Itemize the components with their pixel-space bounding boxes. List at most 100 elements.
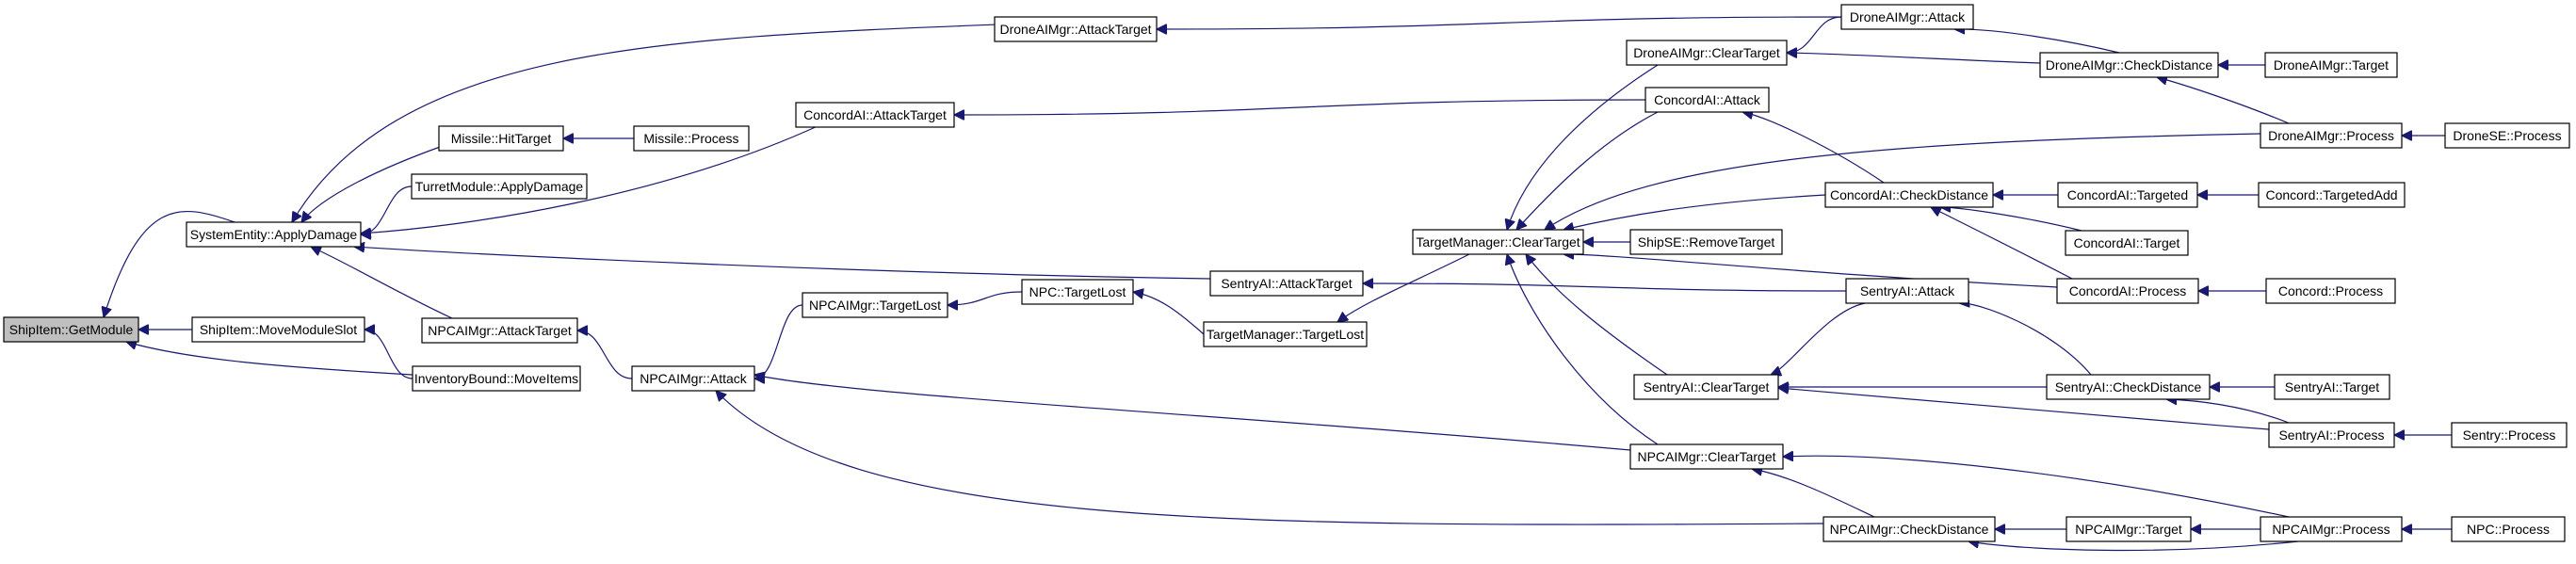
node-label: ConcordAI::Process [2069, 283, 2187, 298]
edge-dronemgrattack-to-dronemgrattacktarget [1157, 16, 1842, 29]
node-label: DroneAIMgr::AttackTarget [999, 22, 1151, 37]
node-concordtargetedadd[interactable]: Concord::TargetedAdd [2258, 182, 2406, 208]
edge-npcmgrprocess-to-npcmgrcheckdistance [1968, 541, 2299, 552]
node-tmtargetlost[interactable]: TargetManager::TargetLost [1203, 321, 1368, 347]
edge-concordattack-to-concordattacktarget [954, 99, 1646, 115]
node-box [1824, 182, 1994, 208]
node-turretapplydamage[interactable]: TurretModule::ApplyDamage [411, 173, 588, 200]
node-box [1629, 229, 1783, 255]
node-sentryprocess[interactable]: SentryAI::Process [2268, 422, 2395, 448]
edge-npcmgrcleartarget-to-tmcleartarget [1507, 254, 1659, 445]
node-box [186, 221, 362, 248]
node-shipseremovetarget[interactable]: ShipSE::RemoveTarget [1629, 229, 1783, 255]
node-missilehittarget[interactable]: Missile::HitTarget [438, 125, 564, 152]
edge-sentryprocess-to-sentrycheckdistance [2166, 399, 2290, 424]
node-label: Missile::Process [643, 131, 738, 146]
edge-concordattack-to-tmcleartarget [1516, 111, 1659, 230]
node-npcmgrcheckdistance[interactable]: NPCAIMgr::CheckDistance [1823, 516, 1996, 542]
node-box [421, 317, 578, 344]
node-dronemgrprocess[interactable]: DroneAIMgr::Process [2260, 122, 2403, 149]
node-label: ConcordAI::Targeted [2067, 187, 2188, 202]
node-concordtargeted[interactable]: ConcordAI::Targeted [2057, 182, 2198, 208]
node-label: TargetManager::ClearTarget [1416, 234, 1580, 250]
node-box [633, 125, 750, 152]
node-label: InventoryBound::MoveItems [414, 371, 578, 386]
node-box [412, 365, 581, 392]
node-concordtarget[interactable]: ConcordAI::Target [2065, 230, 2189, 256]
edge-npcmgrattacktarget-to-applydamage [311, 247, 453, 319]
node-sentryattack[interactable]: SentryAI::Attack [1845, 278, 1969, 304]
node-npctargetlost[interactable]: NPC::TargetLost [1021, 279, 1134, 305]
edge-npcmgrcleartarget-to-npcmgrattack [754, 375, 1631, 451]
nodes: ShipItem::GetModule SystemEntity::ApplyDa… [3, 4, 2570, 542]
node-concordattack[interactable]: ConcordAI::Attack [1644, 87, 1770, 113]
node-npcmgrcleartarget[interactable]: NPCAIMgr::ClearTarget [1629, 443, 1784, 470]
node-dronemgrattacktarget[interactable]: DroneAIMgr::AttackTarget [994, 16, 1158, 42]
node-sentryattacktarget[interactable]: SentryAI::AttackTarget [1209, 270, 1364, 297]
node-npcprocess[interactable]: NPC::Process [2451, 516, 2566, 542]
edge-concordprocess-to-tmcleartarget [1563, 254, 2058, 288]
node-box [1840, 4, 1974, 30]
node-box [2274, 374, 2390, 400]
node-label: NPC::TargetLost [1029, 284, 1126, 299]
edge-sentryprocess-to-sentrycleartarget [1778, 388, 2270, 430]
node-box [1412, 229, 1584, 255]
node-sentrycheckdistance[interactable]: SentryAI::CheckDistance [2046, 374, 2211, 400]
edge-concordcheckdistance-to-tmcleartarget [1563, 194, 1826, 230]
node-box [2260, 516, 2403, 542]
node-box [1629, 443, 1784, 470]
node-box [994, 16, 1158, 42]
node-box [191, 316, 365, 343]
node-movemoduleslot[interactable]: ShipItem::MoveModuleSlot [191, 316, 365, 343]
edge-dronemgrcheckdistance-to-dronemgrcleartarget [1787, 53, 2041, 64]
edge-dronemgrcheckdistance-to-dronemgrattack [1954, 29, 2120, 54]
node-box [2258, 182, 2406, 208]
node-dronesprocess[interactable]: DroneSE::Process [2444, 122, 2570, 149]
node-applydamage[interactable]: SystemEntity::ApplyDamage [186, 221, 362, 248]
edge-sentrycleartarget-to-tmcleartarget [1526, 254, 1668, 376]
node-dronemgrcleartarget[interactable]: DroneAIMgr::ClearTarget [1626, 40, 1788, 66]
node-box [2444, 122, 2570, 149]
node-box [2046, 374, 2211, 400]
node-box [2039, 52, 2219, 78]
node-npcmgrtarget[interactable]: NPCAIMgr::Target [2066, 516, 2192, 542]
node-label: Missile::HitTarget [451, 131, 552, 146]
node-box [2057, 182, 2198, 208]
node-label: Concord::Process [2278, 283, 2383, 298]
node-label: SentryAI::Attack [1860, 283, 1955, 298]
node-missileprocess[interactable]: Missile::Process [633, 125, 750, 152]
node-concordprocess[interactable]: ConcordAI::Process [2056, 278, 2199, 304]
node-concordprocess2[interactable]: Concord::Process [2265, 278, 2396, 304]
node-dronemgrcheckdistance[interactable]: DroneAIMgr::CheckDistance [2039, 52, 2219, 78]
node-dronemgrtarget[interactable]: DroneAIMgr::Target [2264, 52, 2398, 78]
node-concordcheckdistance[interactable]: ConcordAI::CheckDistance [1824, 182, 1994, 208]
node-label: SystemEntity::ApplyDamage [190, 227, 358, 242]
node-npcmgrtargetlost[interactable]: NPCAIMgr::TargetLost [802, 292, 948, 318]
node-sentrycleartarget[interactable]: SentryAI::ClearTarget [1633, 374, 1779, 400]
node-inventorymoveitems[interactable]: InventoryBound::MoveItems [412, 365, 581, 392]
node-tmcleartarget[interactable]: TargetManager::ClearTarget [1412, 229, 1584, 255]
node-box [3, 316, 139, 343]
node-npcmgrprocess[interactable]: NPCAIMgr::Process [2260, 516, 2403, 542]
node-box [1203, 321, 1368, 347]
node-concordattacktarget[interactable]: ConcordAI::AttackTarget [795, 102, 955, 128]
node-label: Concord::TargetedAdd [2265, 187, 2397, 202]
node-dronemgrattack[interactable]: DroneAIMgr::Attack [1840, 4, 1974, 30]
node-sentrytarget[interactable]: SentryAI::Target [2274, 374, 2390, 400]
edge-sentrycheckdistance-to-sentryattack [1959, 303, 2092, 376]
node-label: Sentry::Process [2463, 427, 2556, 443]
node-label: ShipSE::RemoveTarget [1638, 234, 1775, 250]
node-box [411, 173, 588, 200]
node-npcmgrattack[interactable]: NPCAIMgr::Attack [631, 365, 755, 392]
node-label: TargetManager::TargetLost [1207, 327, 1364, 342]
node-sentryprocess2[interactable]: Sentry::Process [2451, 422, 2568, 448]
node-label: DroneAIMgr::Attack [1850, 9, 1966, 24]
edge-turretapplydamage-to-applydamage [360, 185, 413, 234]
edge-npcmgrcheckdistance-to-npcmgrattack [716, 391, 1824, 525]
edge-npcmgrcheckdistance-to-npcmgrcleartarget [1752, 469, 1875, 518]
node-getmodule[interactable]: ShipItem::GetModule [3, 316, 139, 343]
edge-npctargetlost-to-npcmgrtargetlost [948, 291, 1023, 305]
node-npcmgrattacktarget[interactable]: NPCAIMgr::AttackTarget [421, 317, 578, 344]
edge-sentryattack-to-sentrycleartarget [1771, 302, 1866, 375]
